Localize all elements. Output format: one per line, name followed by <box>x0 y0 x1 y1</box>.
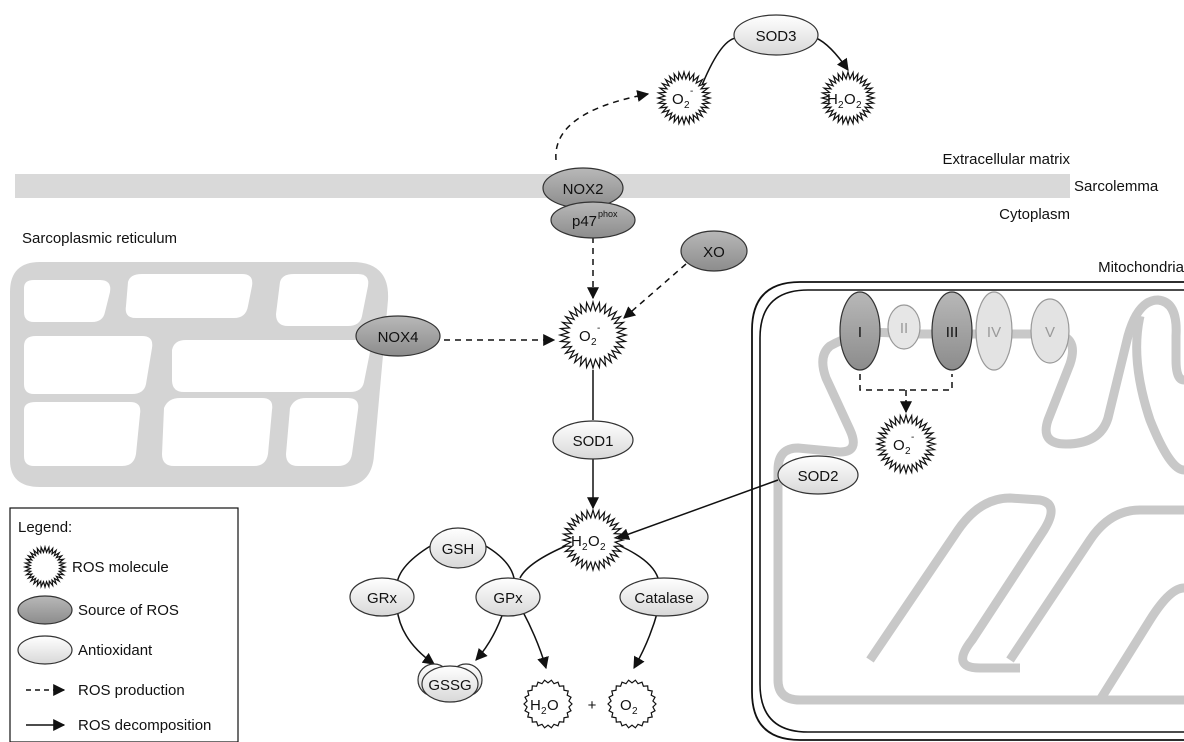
nox4-node: NOX4 <box>356 316 440 356</box>
water-product: H 2 O <box>524 680 572 728</box>
svg-text:NOX4: NOX4 <box>378 329 419 346</box>
svg-text:H: H <box>530 697 541 714</box>
ros-h2o2-extracellular: H 2 O 2 <box>822 72 874 124</box>
svg-text:phox: phox <box>598 209 618 219</box>
legend-ros-label: ROS molecule <box>72 559 169 576</box>
svg-text:GRx: GRx <box>367 590 398 607</box>
arc-gsh-gpx <box>484 545 514 578</box>
complex-iv: IV <box>976 292 1012 370</box>
svg-text:O: O <box>620 697 632 714</box>
legend-decomposition-label: ROS decomposition <box>78 717 211 734</box>
sod3-node: SOD3 <box>734 15 818 55</box>
sr-label: Sarcoplasmic reticulum <box>22 230 177 247</box>
arrow-xo-to-o2 <box>624 264 686 318</box>
sarcoplasmic-reticulum <box>10 262 388 487</box>
svg-text:O: O <box>579 328 591 345</box>
svg-text:O: O <box>672 91 684 108</box>
svg-text:O: O <box>547 697 559 714</box>
svg-text:p47: p47 <box>572 213 597 230</box>
svg-text:GSH: GSH <box>442 541 475 558</box>
svg-text:2: 2 <box>632 706 638 717</box>
inner-membrane-cristae <box>778 300 1184 700</box>
catalase-node: Catalase <box>620 578 708 616</box>
svg-text:GSSG: GSSG <box>428 677 471 694</box>
svg-text:GPx: GPx <box>493 590 523 607</box>
svg-text:V: V <box>1045 324 1055 341</box>
svg-text:2: 2 <box>856 100 862 111</box>
svg-text:Catalase: Catalase <box>634 590 693 607</box>
arc-h2o2-catalase <box>618 545 658 578</box>
arrow-catalase-to-o2 <box>634 610 658 668</box>
gpx-node: GPx <box>476 578 540 616</box>
gssg-node: GSSG <box>418 664 482 702</box>
svg-text:O: O <box>893 437 905 454</box>
svg-text:H: H <box>827 91 838 108</box>
svg-text:I: I <box>858 324 862 341</box>
svg-text:SOD3: SOD3 <box>756 28 797 45</box>
arrow-nox2-to-o2-extracellular <box>556 94 648 160</box>
sod2-node: SOD2 <box>778 456 858 494</box>
svg-text:O: O <box>588 533 600 550</box>
arrow-sod2-to-h2o2 <box>618 480 778 538</box>
legend-title: Legend: <box>18 519 72 536</box>
mitochondria-label: Mitochondria <box>1098 259 1184 276</box>
arc-h2o2-gpx <box>520 545 568 578</box>
arrow-gpx-to-h2o <box>522 610 546 668</box>
svg-text:2: 2 <box>905 446 911 457</box>
sarcolemma-membrane <box>15 174 1070 198</box>
ros-o2-cytoplasm: O 2 - <box>560 302 626 368</box>
sarcolemma-label: Sarcolemma <box>1074 178 1159 195</box>
svg-text:H: H <box>571 533 582 550</box>
arrow-gpx-to-gssg <box>476 610 504 660</box>
ros-o2-extracellular: O 2 - <box>658 72 710 124</box>
complex-iii: III <box>932 292 972 370</box>
legend-antioxidant-icon <box>18 636 72 664</box>
svg-text:-: - <box>690 86 693 97</box>
complex-ii: II <box>888 305 920 349</box>
svg-text:IV: IV <box>987 324 1001 341</box>
sod1-node: SOD1 <box>553 421 633 459</box>
legend-ros-icon <box>25 547 65 587</box>
legend: Legend: ROS molecule Source of ROS Antio… <box>10 508 238 742</box>
oxygen-product: O 2 <box>608 680 656 728</box>
ros-o2-mitochondria: O 2 - <box>877 415 935 473</box>
svg-text:-: - <box>911 432 914 443</box>
svg-text:2: 2 <box>591 337 597 348</box>
ros-h2o2-cytoplasm: H 2 O 2 <box>563 510 623 570</box>
grx-node: GRx <box>350 578 414 616</box>
extracellular-label: Extracellular matrix <box>942 151 1070 168</box>
legend-antioxidant-label: Antioxidant <box>78 642 153 659</box>
complex-v: V <box>1031 299 1069 363</box>
cytoplasm-label: Cytoplasm <box>999 206 1070 223</box>
svg-text:O: O <box>844 91 856 108</box>
svg-text:-: - <box>597 323 600 334</box>
svg-text:III: III <box>946 324 959 341</box>
plus-sign: + <box>588 697 597 714</box>
svg-text:NOX2: NOX2 <box>563 181 604 198</box>
svg-text:XO: XO <box>703 244 725 261</box>
legend-source-label: Source of ROS <box>78 602 179 619</box>
complex-i: I <box>840 292 880 370</box>
legend-production-label: ROS production <box>78 682 185 699</box>
xo-node: XO <box>681 231 747 271</box>
arrow-grx-to-gssg <box>397 608 434 664</box>
svg-text:2: 2 <box>684 100 690 111</box>
p47phox-node: p47 phox <box>551 202 635 238</box>
gsh-node: GSH <box>430 528 486 568</box>
svg-text:II: II <box>900 320 908 337</box>
svg-text:SOD2: SOD2 <box>798 468 839 485</box>
svg-text:2: 2 <box>600 542 606 553</box>
legend-source-icon <box>18 596 72 624</box>
svg-text:SOD1: SOD1 <box>573 433 614 450</box>
